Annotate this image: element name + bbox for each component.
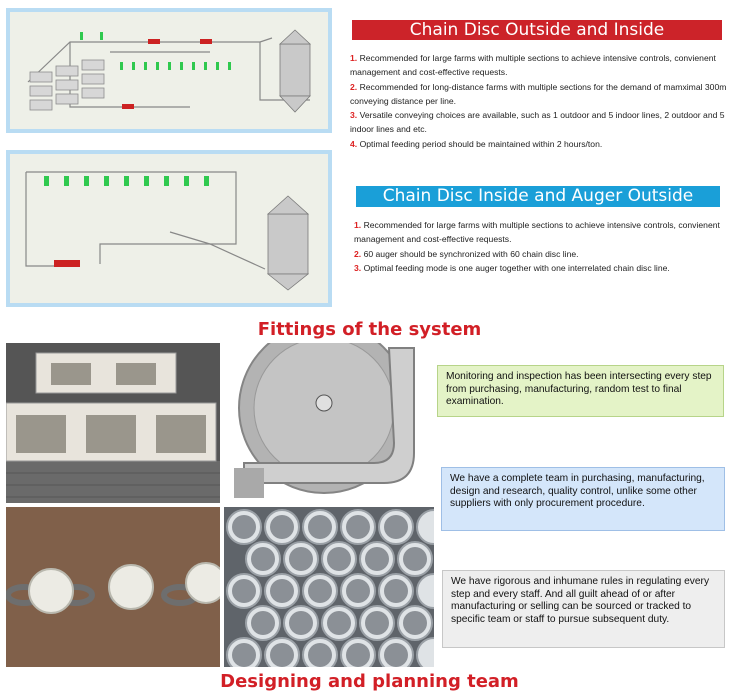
point-number: 3. xyxy=(350,110,358,121)
point-number: 2. xyxy=(350,81,358,92)
chain-disc-outside-inside-points: 1. Recommended for large farms with mult… xyxy=(350,51,730,151)
point-item: 4. Optimal feeding period should be main… xyxy=(350,137,730,151)
complete-team-note: We have a complete team in purchasing, m… xyxy=(441,467,725,531)
point-text: 60 auger should be synchronized with 60 … xyxy=(363,248,579,259)
steel-pipes-illustration xyxy=(224,507,434,667)
point-item: 3. Versatile conveying choices are avail… xyxy=(350,108,730,137)
layout-diagram-1-illustration xyxy=(27,29,312,113)
point-item: 1. Recommended for large farms with mult… xyxy=(354,218,728,247)
chain-disc-inside-auger-points: 1. Recommended for large farms with mult… xyxy=(354,218,728,275)
point-number: 1. xyxy=(354,220,362,230)
rules-regulation-note: We have rigorous and inhumane rules in r… xyxy=(442,570,725,648)
point-text: Recommended for large farms with multipl… xyxy=(350,53,716,78)
fittings-title: Fittings of the system xyxy=(257,319,482,340)
chain-discs-photo xyxy=(6,507,220,667)
layout-diagram-2-illustration xyxy=(25,171,310,291)
controller-boxes-illustration xyxy=(6,343,220,503)
point-number: 1. xyxy=(350,53,358,63)
point-item: 2. 60 auger should be synchronized with … xyxy=(354,247,728,261)
quality-inspection-note: Monitoring and inspection has been inter… xyxy=(437,365,724,417)
point-item: 1. Recommended for large farms with mult… xyxy=(350,51,730,80)
chain-disc-outside-inside-banner: Chain Disc Outside and Inside xyxy=(352,20,722,40)
point-item: 3. Optimal feeding mode is one auger tog… xyxy=(354,261,728,275)
point-number: 4. xyxy=(350,138,358,149)
point-text: Recommended for long-distance farms with… xyxy=(350,81,727,106)
layout-diagram-inside-auger xyxy=(6,150,332,307)
point-item: 2. Recommended for long-distance farms w… xyxy=(350,80,730,109)
point-text: Recommended for large farms with multipl… xyxy=(354,220,720,245)
point-number: 3. xyxy=(354,262,362,273)
corner-wheel-photo xyxy=(224,343,434,503)
designing-team-title: Designing and planning team xyxy=(220,671,519,692)
point-text: Versatile conveying choices are availabl… xyxy=(350,110,725,135)
point-number: 2. xyxy=(354,248,362,259)
steel-pipes-photo xyxy=(224,507,434,667)
chain-disc-inside-auger-banner: Chain Disc Inside and Auger Outside xyxy=(356,186,720,207)
controller-boxes-photo xyxy=(6,343,220,503)
corner-wheel-illustration xyxy=(234,343,415,498)
layout-diagram-outside-inside xyxy=(6,8,332,133)
point-text: Optimal feeding period should be maintai… xyxy=(359,138,603,149)
point-text: Optimal feeding mode is one auger togeth… xyxy=(363,262,670,273)
chain-discs-illustration xyxy=(6,507,220,667)
